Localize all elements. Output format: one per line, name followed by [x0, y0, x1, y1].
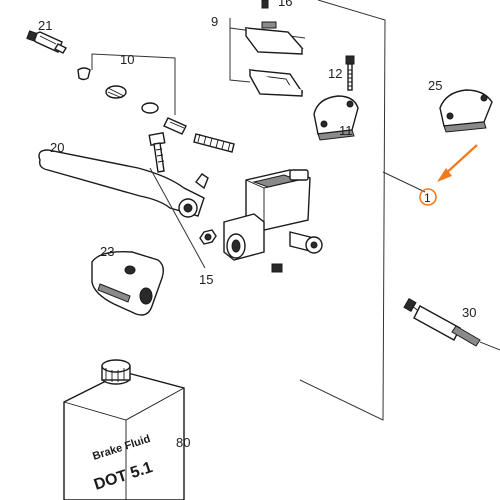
- callout-1[interactable]: 1: [424, 191, 431, 205]
- highlight-arrow: [419, 144, 478, 206]
- callout-23[interactable]: 23: [100, 244, 114, 259]
- part-30-switch[interactable]: [403, 297, 500, 351]
- part-11-clamp[interactable]: [313, 95, 359, 141]
- part-80-brake-fluid-bottle[interactable]: Brake Fluid DOT 5.1: [63, 359, 185, 500]
- callout-labels: 1 9 10 11 12 15 16 20 21 23 25 30 80: [38, 0, 476, 450]
- master-cylinder-body[interactable]: [223, 169, 323, 261]
- callout-16[interactable]: 16: [278, 0, 292, 9]
- assembly-frame: [299, 0, 426, 421]
- highlight-circle[interactable]: [419, 188, 437, 206]
- callout-25[interactable]: 25: [428, 78, 442, 93]
- part-12-bolt[interactable]: [345, 55, 355, 91]
- adjuster-screw-and-spring[interactable]: [148, 132, 235, 173]
- part-9-reservoir-cover[interactable]: [229, 18, 306, 97]
- part-15-pivot-bolt[interactable]: [149, 167, 283, 273]
- part-23-bracket[interactable]: [91, 251, 165, 316]
- callout-80[interactable]: 80: [176, 435, 190, 450]
- callout-20[interactable]: 20: [50, 140, 64, 155]
- callout-11[interactable]: 11: [339, 123, 353, 138]
- part-10-piston-kit[interactable]: [77, 53, 187, 135]
- part-21-bleeder-screw[interactable]: [26, 30, 67, 54]
- callout-21[interactable]: 21: [38, 18, 52, 33]
- callout-10[interactable]: 10: [120, 52, 134, 67]
- part-16-screw[interactable]: [261, 0, 269, 9]
- part-20-brake-lever[interactable]: [38, 149, 209, 218]
- callout-9[interactable]: 9: [211, 14, 218, 29]
- callout-30[interactable]: 30: [462, 305, 476, 320]
- callout-15[interactable]: 15: [199, 272, 213, 287]
- part-25-clamp[interactable]: [439, 89, 493, 133]
- callout-12[interactable]: 12: [328, 66, 342, 81]
